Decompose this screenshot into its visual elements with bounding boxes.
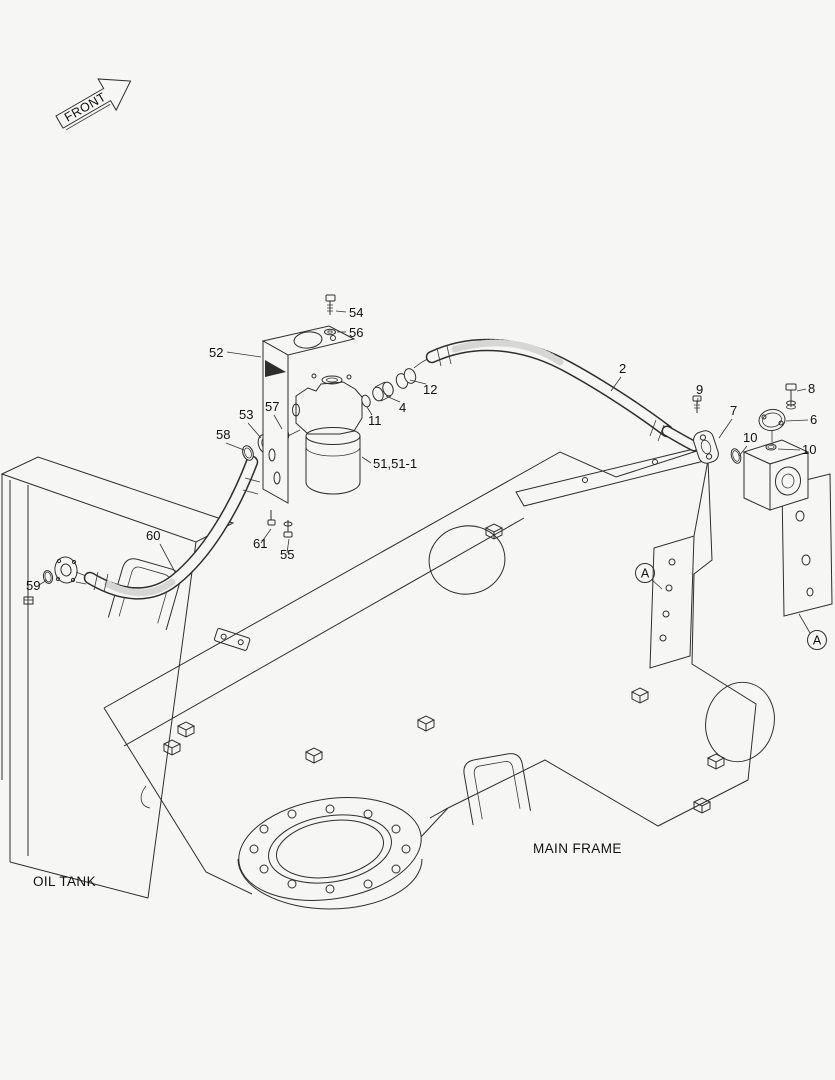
callout-leader-58 [225,442,245,451]
part-callout-10: 10 [802,442,816,457]
hose-60 [83,455,261,600]
callout-leader-7 [718,418,733,439]
detail-marker-circle-0 [635,563,655,583]
callout-leader-4 [385,395,401,403]
front-arrow: FRONT [55,78,132,131]
part-callout-4: 4 [399,400,406,415]
callout-leader-11 [366,406,373,416]
callout-leader-10 [777,448,801,451]
detail-marker-leader-0 [651,579,663,590]
tank-flange-59 [42,556,87,585]
part-callout-58: 58 [216,427,230,442]
callout-leader-59 [38,579,48,586]
bolt-8 [785,383,797,410]
part-callout-7: 7 [730,403,737,418]
front-label: FRONT [62,90,108,125]
part-callout-55: 55 [280,547,294,562]
mount-plate-a2 [781,473,833,617]
callout-leader-60 [159,543,176,573]
o-ring-10b [765,443,777,451]
swing-bearing-flange [237,797,423,910]
part-callout-59: 59 [26,578,40,593]
callout-leader-2 [610,376,622,392]
block-fitting [742,439,810,511]
part-callout-10: 10 [743,430,757,445]
main-frame-label: MAIN FRAME [533,841,622,856]
callout-leader-8 [796,388,807,392]
small-plate [214,628,251,651]
part-callout-8: 8 [808,381,815,396]
part-callout-61: 61 [253,536,267,551]
part-callout-12: 12 [423,382,437,397]
part-callout-53: 53 [239,407,253,422]
oil-tank-label: OIL TANK [33,874,96,889]
callout-leader-52 [226,351,262,358]
fittings-11-4-12 [361,357,431,408]
part-callout-54: 54 [349,305,363,320]
washer-56 [324,328,336,336]
detail-marker-circle-1 [807,630,827,650]
part-callout-52: 52 [209,345,223,360]
main-frame-drawing [103,446,775,895]
detail-marker-leader-1 [798,613,811,634]
oil-tank-drawing [0,456,235,899]
callout-leader-6 [785,419,809,422]
detail-marker-label-0: A [641,567,650,581]
callout-leader-51-51-1 [361,456,372,464]
callout-leader-55 [286,538,290,554]
u-bracket-center [463,753,532,826]
filter-assembly-51 [292,373,369,495]
callout-leader-9 [696,397,699,406]
detail-marker-label-1: A [813,634,822,648]
part-callout-9: 9 [696,382,703,397]
part-callout-56: 56 [349,325,363,340]
part-callout-51-51-1: 51,51-1 [373,456,417,471]
part-callout-57: 57 [265,399,279,414]
callout-leader-10 [738,445,748,457]
callout-leader-12 [409,379,427,385]
part-callout-60: 60 [146,528,160,543]
callouts-layer: 54 56 52 53 57 58 11 4 12 2 9 8 7 6 10 10 51,51-1 60 61 55 5… [26,305,827,650]
callout-leader-61 [260,528,272,544]
bolt-54 [325,294,336,315]
callout-leader-53 [247,422,262,439]
part-callout-6: 6 [810,412,817,427]
cap-6 [758,408,786,442]
part-callout-11: 11 [368,413,382,428]
bolts-61-55 [267,510,293,538]
flange-7 [693,430,719,464]
callout-leader-57 [273,414,283,430]
hose-2 [425,338,700,452]
o-ring-10a [730,448,742,464]
part-callout-2: 2 [619,361,626,376]
callout-leader-54 [335,310,347,313]
mount-plate-a1 [649,535,695,669]
